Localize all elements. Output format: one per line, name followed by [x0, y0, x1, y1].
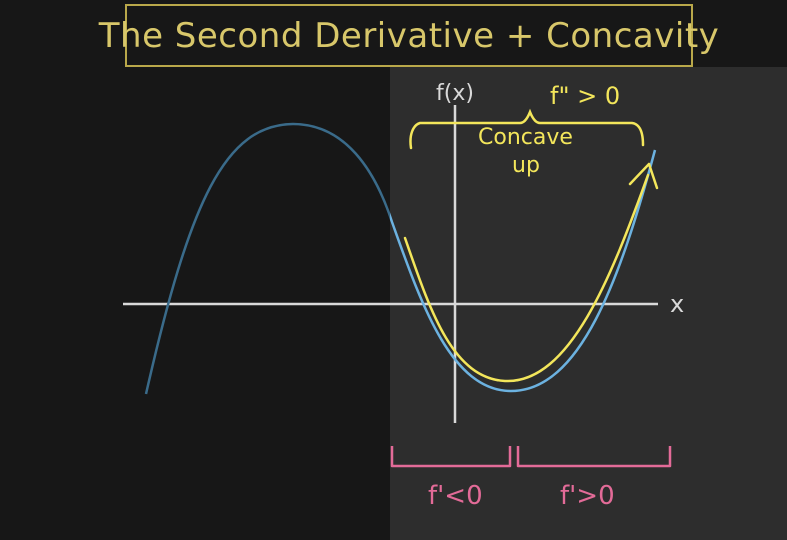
function-curve-dim [144, 122, 390, 395]
bracket-increasing [516, 446, 672, 468]
concave-label: Concave [478, 125, 573, 150]
title-box: The Second Derivative + Concavity [99, 4, 719, 67]
bracket-decreasing [390, 446, 512, 468]
second-derivative-label: f" > 0 [550, 82, 620, 110]
arrow-head-icon [628, 162, 659, 190]
x-axis-label: x [670, 290, 684, 318]
page-title: The Second Derivative + Concavity [98, 15, 720, 56]
derivative-positive-label: f'>0 [560, 481, 615, 511]
up-label: up [512, 153, 540, 178]
derivative-negative-label: f'<0 [428, 481, 483, 511]
concave-up-trace [403, 173, 650, 383]
y-axis-label: f(x) [436, 81, 474, 106]
function-curve [390, 149, 657, 393]
concavity-brace [409, 108, 645, 150]
